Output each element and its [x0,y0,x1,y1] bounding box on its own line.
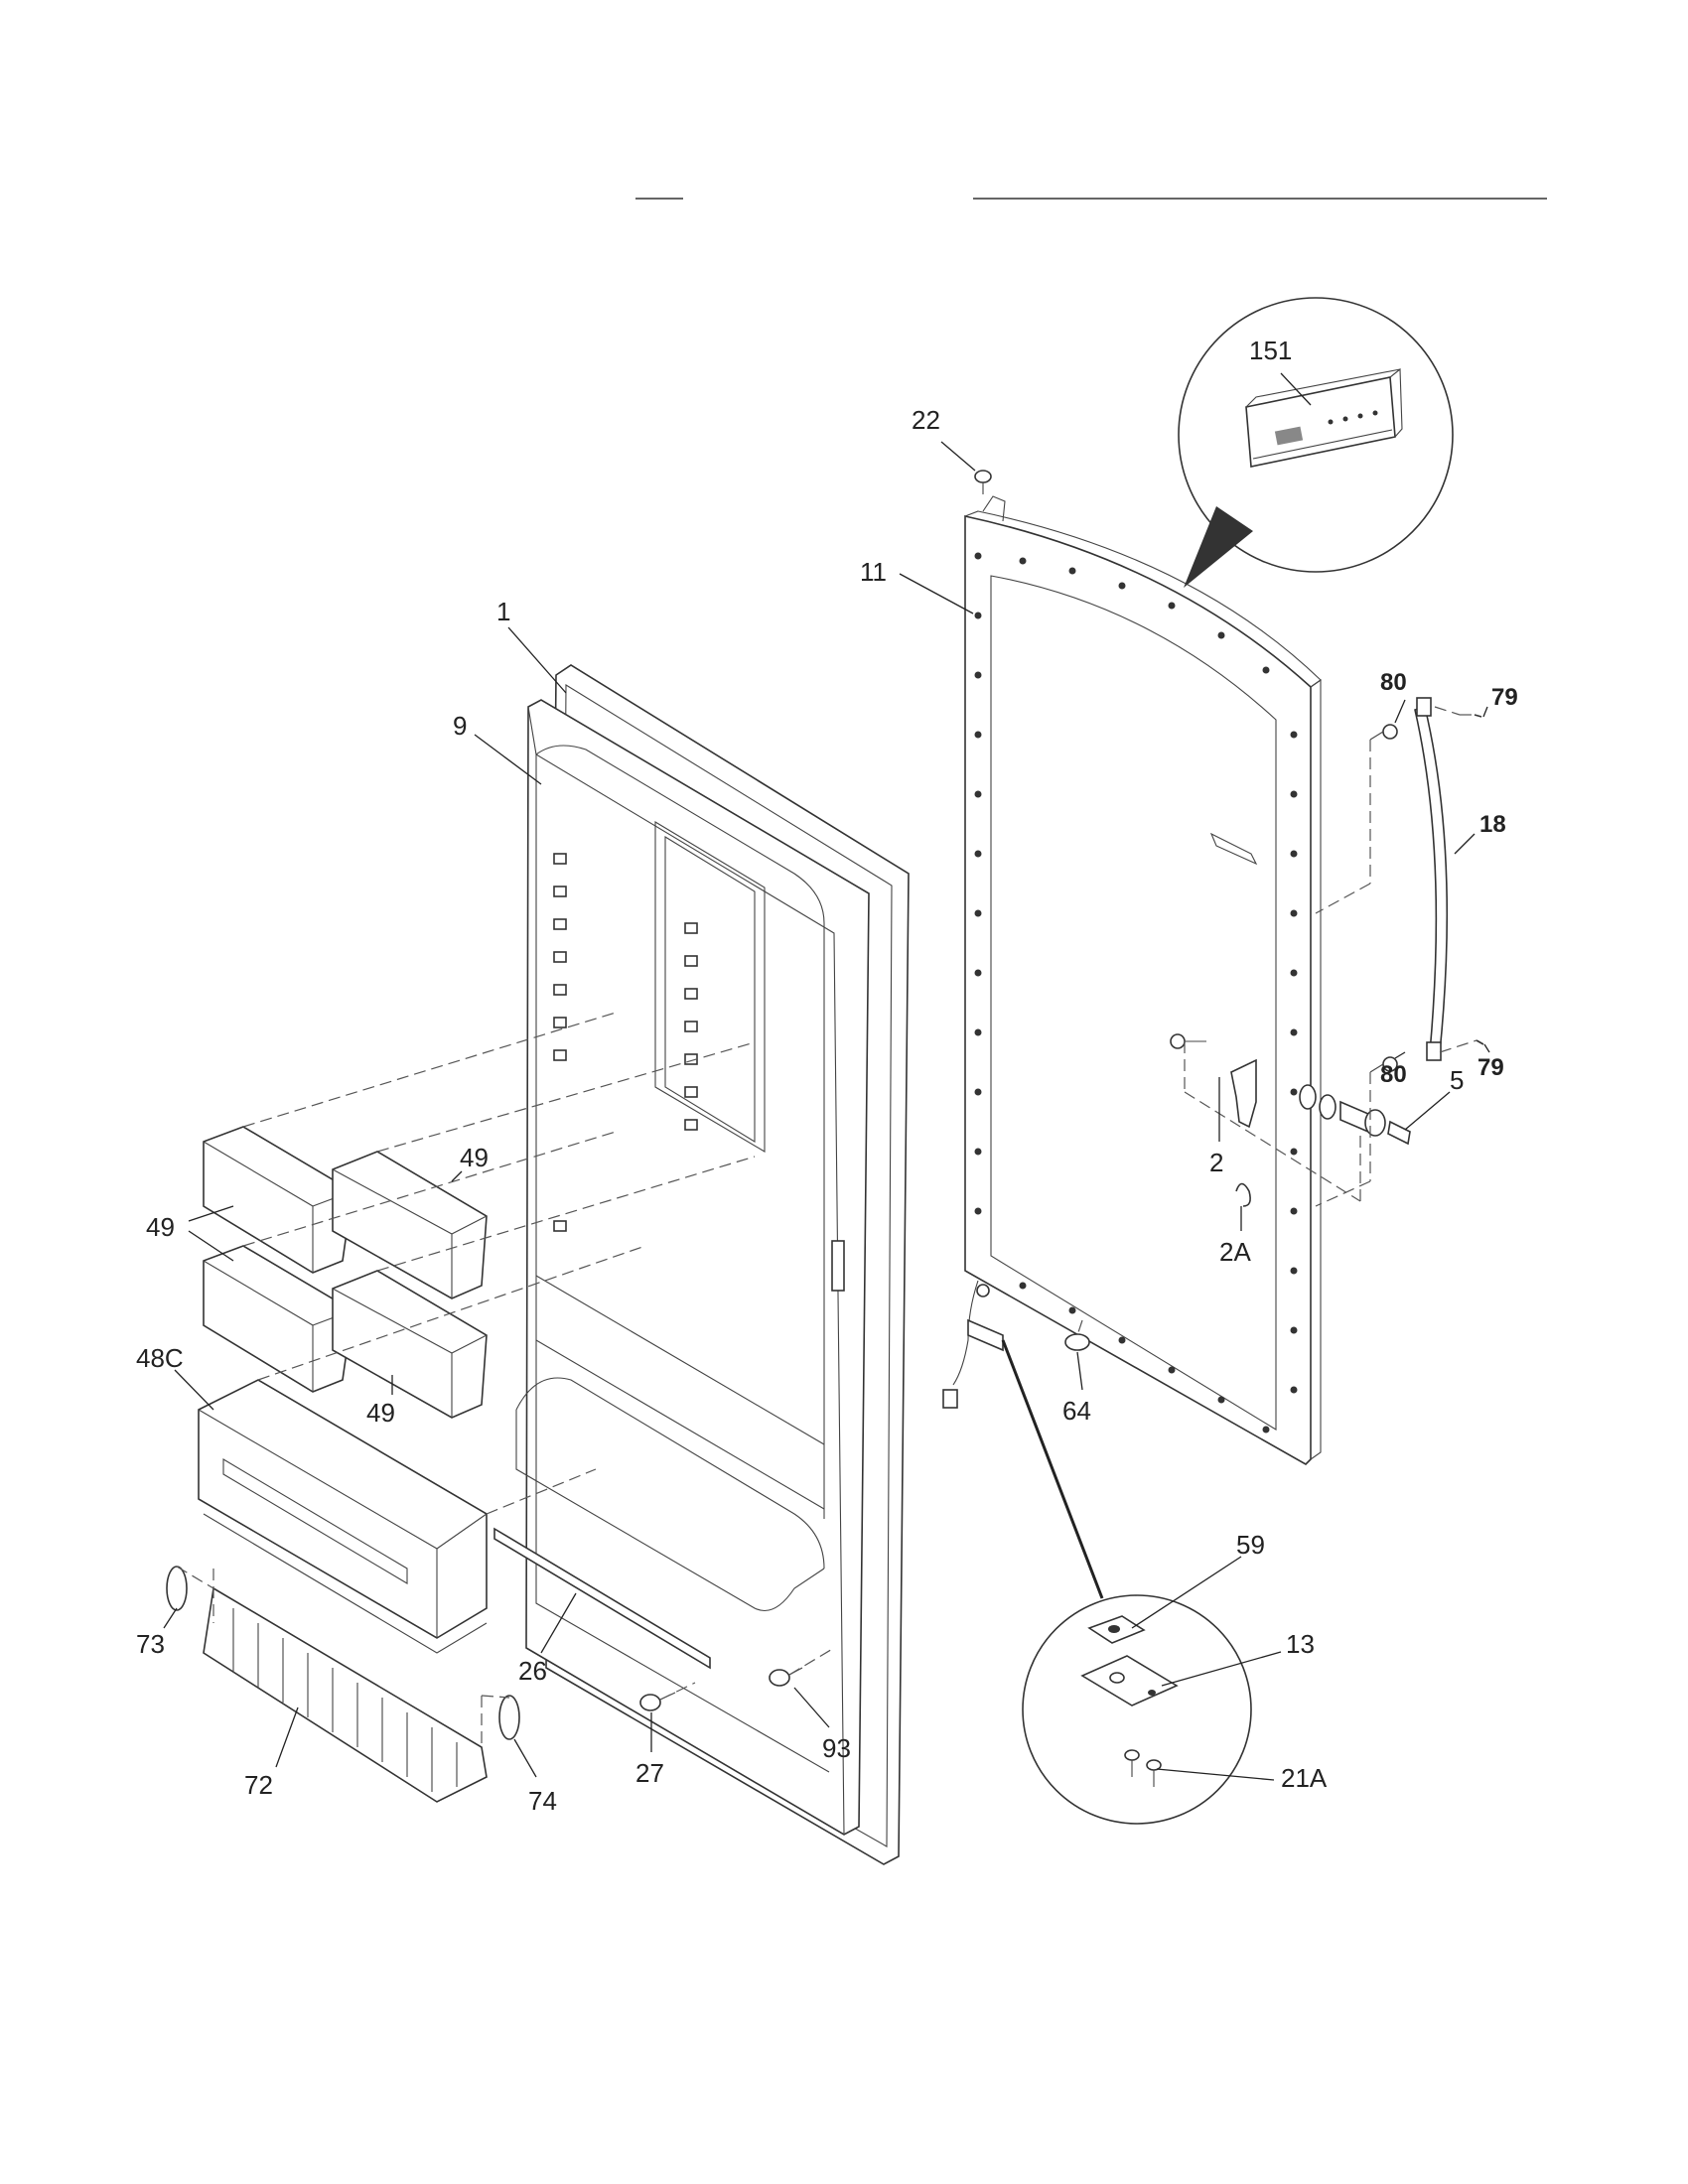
dairy-bin [198,1379,488,1654]
callout-27: 27 [635,1758,664,1788]
control-panel [1245,367,1403,468]
outer-door-panel [964,495,1322,1465]
door-plug [1064,1333,1090,1351]
top-hinge-screw [974,470,992,494]
callout-74: 74 [528,1786,557,1816]
door-latch [1170,1033,1257,1129]
door-trim-strip [493,1527,711,1670]
callout-79-lower: 79 [1477,1054,1504,1081]
assembly-alignment-lines [176,706,1477,1747]
latch-spring-clip [1235,1182,1251,1207]
callout-11: 11 [860,557,887,587]
callout-73: 73 [136,1629,165,1659]
control-panel-pointer [1184,506,1253,588]
inner-door-liner [515,699,870,1836]
rack-end-cap-right [498,1695,520,1740]
callout-labels: 151 22 11 1 9 80 79 18 80 79 5 2 2A 49 4… [136,336,1518,1816]
hinge-bracket [1080,1655,1179,1706]
hinge-detail-circle [1022,1594,1252,1825]
callout-79-upper: 79 [1491,684,1518,711]
callout-2: 2 [1209,1148,1223,1177]
callout-64: 64 [1062,1396,1091,1426]
callout-9: 9 [453,711,467,741]
door-handle [1414,697,1449,1061]
door-bin-upper-left [203,1126,353,1274]
callout-18: 18 [1479,811,1506,838]
callout-49-bottom: 49 [366,1398,395,1428]
door-screw-holes [974,552,1298,1433]
callout-80-upper: 80 [1380,669,1407,696]
control-panel-detail-circle [1178,297,1454,573]
handle-screw-upper [1369,724,1398,741]
door-latch-clip [1209,832,1258,866]
callout-26: 26 [518,1656,547,1686]
callout-leader-lines [163,372,1490,1781]
callout-22: 22 [912,405,940,435]
handle-screw-lower [1369,1056,1398,1073]
callout-80-lower: 80 [1380,1061,1407,1088]
door-bin-upper-right [332,1151,488,1299]
callout-21A: 21A [1281,1763,1328,1793]
callout-49-top: 49 [460,1143,489,1172]
door-wire-harness [942,1280,1004,1409]
callout-5: 5 [1450,1065,1464,1095]
wire-rack [203,1586,488,1803]
callout-13: 13 [1286,1629,1315,1659]
door-bin-lower-left [203,1245,353,1393]
callout-48C: 48C [136,1343,184,1373]
handle-setscrew-lower [1476,1039,1484,1045]
callout-1: 1 [496,597,510,626]
liner-shelf-clips-right [684,922,698,1131]
callout-151: 151 [1249,336,1292,365]
callout-59: 59 [1236,1530,1265,1560]
hinge-screws [1124,1749,1162,1787]
callout-93: 93 [822,1733,851,1763]
hinge-bushing [1087,1615,1146,1644]
door-lock-cylinder [1299,1084,1411,1146]
callout-2A: 2A [1219,1237,1251,1267]
callout-72: 72 [244,1770,273,1800]
handle-setscrew-upper [1474,714,1482,718]
hinge-detail-pointer [1001,1339,1104,1599]
rack-end-cap-left [166,1566,188,1611]
liner-shelf-clips-left [553,853,567,1232]
callout-49-left: 49 [146,1212,175,1242]
